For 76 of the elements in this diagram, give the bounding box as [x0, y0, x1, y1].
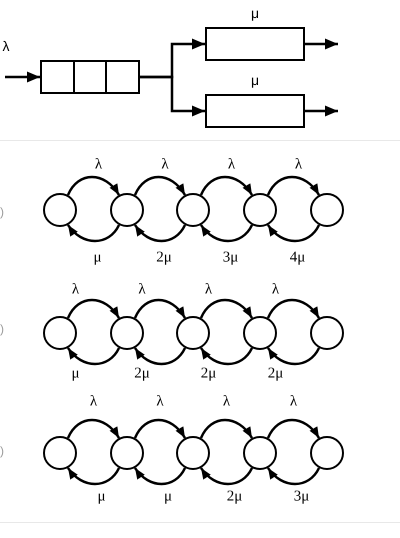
- panel-label: ): [0, 323, 4, 335]
- state-circle: [310, 316, 344, 350]
- rate-label: μ: [93, 250, 102, 266]
- transition-arrow: [66, 176, 120, 196]
- queue-buffer: [40, 60, 140, 94]
- rate-label: λ: [138, 282, 146, 298]
- rate-label: λ: [94, 158, 102, 172]
- transition-arrow: [134, 347, 186, 366]
- rate-label: 2μ: [134, 366, 150, 382]
- transition-arrow: [266, 298, 320, 319]
- rate-label: λ: [156, 394, 164, 410]
- rate-label: λ: [2, 39, 10, 53]
- state-circle: [110, 193, 144, 227]
- rate-label: λ: [161, 158, 169, 172]
- rate-label: μ: [71, 366, 80, 382]
- state-circle: [43, 436, 77, 470]
- transition-arrow: [267, 224, 320, 242]
- transition-arrow: [200, 467, 254, 486]
- transition-arrow: [266, 418, 320, 439]
- rate-label: 2μ: [156, 250, 172, 266]
- state-circle: [110, 316, 144, 350]
- transition-arrow: [200, 298, 254, 319]
- rate-label: μ: [164, 490, 172, 504]
- rate-label: 2μ: [226, 490, 242, 504]
- state-circle: [243, 436, 277, 470]
- panel-label: ): [0, 206, 4, 218]
- transition-arrow: [134, 467, 186, 486]
- state-circle: [310, 436, 344, 470]
- rate-label: λ: [294, 158, 302, 172]
- state-circle: [176, 436, 210, 470]
- state-circle: [243, 193, 277, 227]
- transition-arrow: [267, 467, 320, 486]
- flow-arrow: [305, 38, 338, 50]
- transition-arrow: [200, 224, 254, 242]
- state-circle: [110, 436, 144, 470]
- rate-label: λ: [290, 394, 298, 410]
- transition-arrow: [200, 176, 254, 196]
- transition-arrow: [267, 347, 320, 366]
- transition-arrow: [200, 418, 254, 439]
- panel-label: ): [0, 445, 4, 457]
- server-box: [205, 94, 305, 128]
- transition-arrow: [67, 467, 120, 486]
- state-circle: [43, 316, 77, 350]
- flow-arrow: [140, 76, 205, 116]
- service-rate-label: μ: [250, 6, 260, 20]
- state-circle: [243, 316, 277, 350]
- state-circle: [176, 193, 210, 227]
- transition-arrow: [134, 176, 186, 196]
- rate-label: 3μ: [294, 490, 310, 504]
- rate-label: λ: [72, 282, 80, 298]
- state-circle: [43, 193, 77, 227]
- transition-arrow: [67, 347, 120, 366]
- flow-arrow: [5, 72, 40, 82]
- rate-label: 3μ: [222, 250, 238, 266]
- transition-arrow: [67, 224, 120, 242]
- state-circle: [176, 316, 210, 350]
- transition-arrow: [266, 176, 320, 196]
- transition-arrow: [134, 298, 186, 319]
- rate-label: λ: [204, 282, 212, 298]
- rate-label: λ: [222, 394, 230, 410]
- rate-label: λ: [228, 158, 236, 172]
- transition-arrow: [66, 418, 120, 439]
- service-rate-label: μ: [250, 73, 260, 87]
- rate-label: 4μ: [290, 250, 306, 266]
- rate-label: λ: [90, 394, 98, 410]
- transition-arrow: [200, 347, 254, 366]
- state-circle: [310, 193, 344, 227]
- server-box: [205, 27, 305, 61]
- rate-label: 2μ: [200, 366, 216, 382]
- flow-arrow: [305, 106, 338, 116]
- rate-label: λ: [272, 282, 280, 298]
- transition-arrow: [134, 418, 186, 439]
- transition-arrow: [134, 224, 186, 242]
- transition-arrow: [66, 298, 120, 319]
- rate-label: μ: [97, 490, 106, 504]
- rate-label: 2μ: [268, 366, 284, 382]
